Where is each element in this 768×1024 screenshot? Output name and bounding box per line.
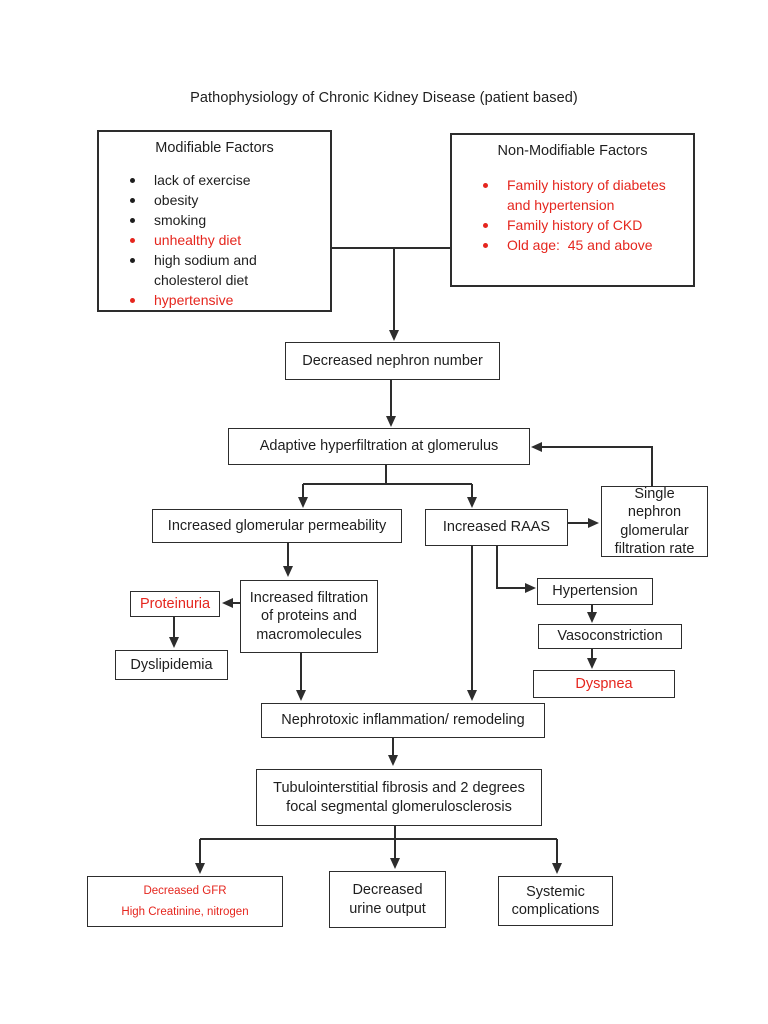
modifiable-factors-list: lack of exercise obesity smoking unhealt… — [99, 170, 330, 310]
non-modifiable-factors-list: Family history of diabetes and hypertens… — [452, 175, 693, 255]
bullet-icon — [130, 238, 135, 243]
node-decreased-nephron-number: Decreased nephron number — [285, 342, 500, 380]
connector — [200, 838, 557, 840]
arrowhead — [386, 416, 396, 427]
node-nephrotoxic-inflammation: Nephrotoxic inflammation/ remodeling — [261, 703, 545, 738]
arrowhead — [389, 330, 399, 341]
node-vasoconstriction: Vasoconstriction — [538, 624, 682, 649]
arrowhead — [169, 637, 179, 648]
list-item: Old age: 45 and above — [452, 235, 693, 255]
arrowhead — [587, 612, 597, 623]
arrowhead — [195, 863, 205, 874]
gfr-line2: High Creatinine, nitrogen — [121, 905, 249, 918]
connector — [591, 605, 593, 613]
connector — [591, 649, 593, 659]
connector — [392, 738, 394, 756]
arrowhead — [222, 598, 233, 608]
list-item: smoking — [99, 210, 330, 230]
non-modifiable-factors-heading: Non-Modifiable Factors — [497, 143, 648, 159]
arrowhead — [467, 690, 477, 701]
connector — [302, 484, 304, 498]
connector — [651, 447, 653, 486]
node-hypertension: Hypertension — [537, 578, 653, 605]
arrowhead — [296, 690, 306, 701]
node-systemic-complications: Systemic complications — [498, 876, 613, 926]
connector — [556, 839, 558, 864]
bullet-icon — [130, 198, 135, 203]
arrowhead — [388, 755, 398, 766]
connector — [300, 653, 302, 691]
node-increased-glomerular-permeability: Increased glomerular permeability — [152, 509, 402, 543]
connector — [232, 602, 240, 604]
connector — [496, 546, 498, 588]
arrowhead — [283, 566, 293, 577]
list-item: obesity — [99, 190, 330, 210]
list-item: hypertensive — [99, 290, 330, 310]
arrowhead — [390, 858, 400, 869]
page-title: Pathophysiology of Chronic Kidney Diseas… — [190, 90, 578, 106]
bullet-icon — [130, 298, 135, 303]
connector — [287, 543, 289, 567]
connector — [173, 617, 175, 638]
node-decreased-urine-output: Decreased urine output — [329, 871, 446, 928]
connector — [471, 484, 473, 498]
bullet-icon — [130, 218, 135, 223]
arrowhead — [467, 497, 477, 508]
list-item: Family history of CKD — [452, 215, 693, 235]
connector — [390, 380, 392, 417]
node-dyslipidemia: Dyslipidemia — [115, 650, 228, 680]
bullet-icon — [130, 178, 135, 183]
connector — [393, 248, 395, 332]
arrowhead — [531, 442, 542, 452]
arrowhead — [587, 658, 597, 669]
connector — [303, 483, 472, 485]
node-decreased-gfr: Decreased GFR High Creatinine, nitrogen — [87, 876, 283, 927]
arrowhead — [552, 863, 562, 874]
connector — [332, 247, 450, 249]
connector — [471, 546, 473, 691]
node-tubulointerstitial-fibrosis: Tubulointerstitial fibrosis and 2 degree… — [256, 769, 542, 826]
modifiable-factors-box: Modifiable Factors lack of exercise obes… — [97, 130, 332, 312]
arrowhead — [588, 518, 599, 528]
list-item: high sodium and cholesterol diet — [99, 250, 330, 290]
list-item: lack of exercise — [99, 170, 330, 190]
list-item: unhealthy diet — [99, 230, 330, 250]
non-modifiable-factors-box: Non-Modifiable Factors Family history of… — [450, 133, 695, 287]
bullet-icon — [483, 223, 488, 228]
modifiable-factors-heading: Modifiable Factors — [155, 140, 274, 156]
gfr-line1: Decreased GFR — [143, 885, 227, 898]
node-dyspnea: Dyspnea — [533, 670, 675, 698]
node-proteinuria: Proteinuria — [130, 591, 220, 617]
node-adaptive-hyperfiltration: Adaptive hyperfiltration at glomerulus — [228, 428, 530, 465]
node-increased-raas: Increased RAAS — [425, 509, 568, 546]
list-item: Family history of diabetes and hypertens… — [452, 175, 693, 215]
node-single-nephron-gfr: Single nephron glomerular filtration rat… — [601, 486, 708, 557]
connector — [568, 522, 589, 524]
connector — [199, 839, 201, 864]
bullet-icon — [130, 258, 135, 263]
node-increased-filtration: Increased filtration of proteins and mac… — [240, 580, 378, 653]
arrowhead — [525, 583, 536, 593]
connector — [394, 826, 396, 859]
bullet-icon — [483, 183, 488, 188]
connector — [385, 465, 387, 484]
connector — [541, 446, 653, 448]
connector — [496, 587, 526, 589]
arrowhead — [298, 497, 308, 508]
bullet-icon — [483, 243, 488, 248]
